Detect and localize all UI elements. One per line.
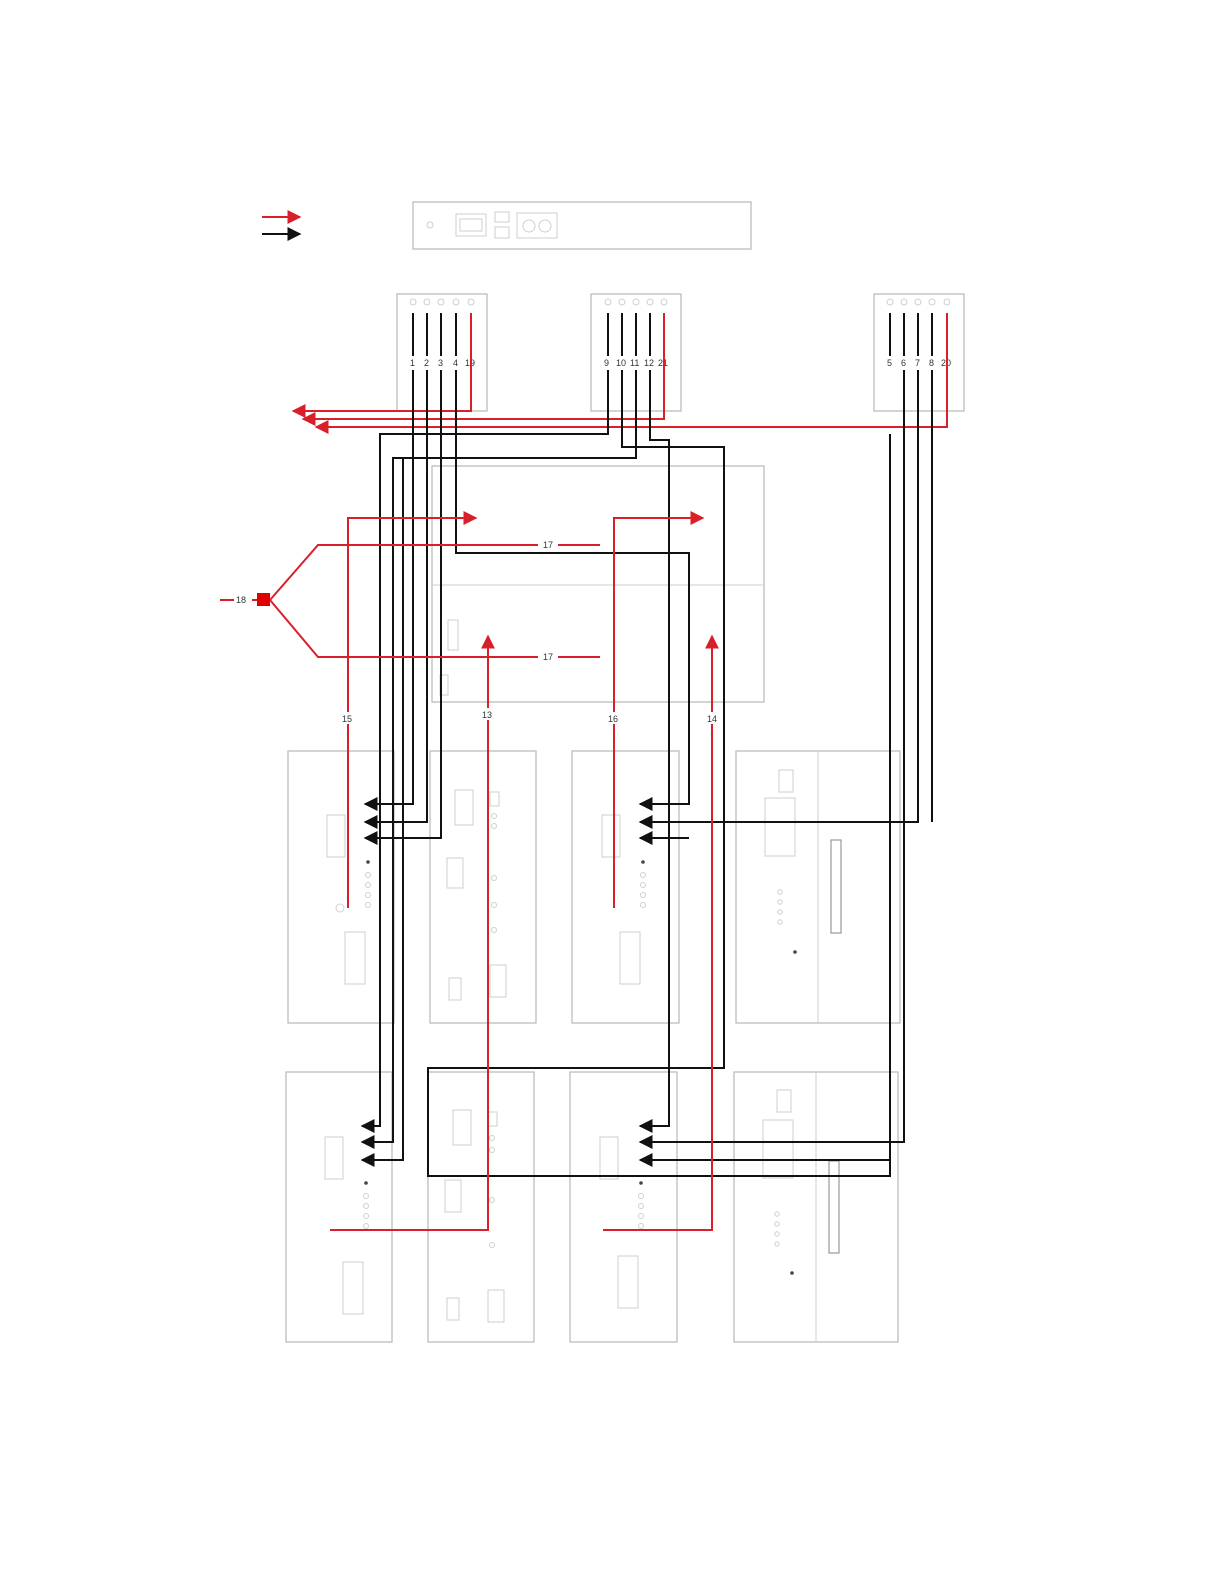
connector-label: 2 (424, 358, 429, 368)
equipment-front-panel-icon (427, 212, 557, 238)
cable-label-14: 14 (707, 714, 717, 724)
connector-label: 4 (453, 358, 458, 368)
connector-label: 12 (644, 358, 654, 368)
middle-chassis (432, 466, 764, 702)
equipment-unit-row2-4 (734, 1072, 898, 1342)
cable-labels: 18 17 17 15 13 16 14 (234, 539, 723, 724)
cable-label-17-bottom: 17 (543, 652, 553, 662)
connector-label: 5 (887, 358, 892, 368)
connector-label: 10 (616, 358, 626, 368)
equipment-unit-row1-4 (736, 751, 900, 1023)
top-unit-panel (413, 202, 751, 249)
connector-label: 9 (604, 358, 609, 368)
cable-label-13: 13 (482, 710, 492, 720)
cable-label-17-top: 17 (543, 540, 553, 550)
cable-label-18: 18 (236, 595, 246, 605)
splitter-assembly (220, 545, 600, 657)
connector-label: 1 (410, 358, 415, 368)
splitter-block-icon (257, 593, 270, 606)
connector-label: 3 (438, 358, 443, 368)
legend (262, 217, 300, 234)
equipment-unit-row1-2 (430, 751, 536, 1023)
power-return-wires (293, 313, 947, 427)
equipment-unit-row2-2 (428, 1072, 534, 1342)
power-wires (330, 518, 712, 1230)
equipment-unit-row1-1 (288, 751, 394, 1023)
signal-wires (362, 370, 932, 1176)
cable-label-15: 15 (342, 714, 352, 724)
connector-label: 8 (929, 358, 934, 368)
connector-label: 6 (901, 358, 906, 368)
equipment-unit-row1-3 (572, 751, 679, 1023)
connector-label: 7 (915, 358, 920, 368)
connector-wire-stubs (413, 313, 932, 356)
equipment-unit-row2-1 (286, 1072, 392, 1342)
connector-label: 11 (630, 358, 639, 368)
cable-label-16: 16 (608, 714, 618, 724)
equipment-unit-row2-3 (570, 1072, 677, 1342)
